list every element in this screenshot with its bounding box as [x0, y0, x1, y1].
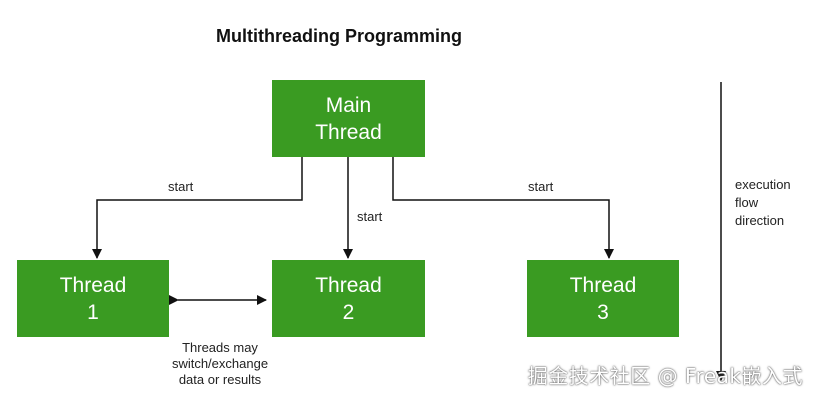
- execution-flow-note: execution flow direction: [735, 177, 791, 228]
- exchange-note: Threads may switch/exchange data or resu…: [171, 340, 269, 387]
- diagram-title: Multithreading Programming: [216, 26, 463, 46]
- thread-3-box: Thread 3: [527, 260, 679, 337]
- watermark: 掘金技术社区 @ Freak嵌入式: [527, 364, 803, 388]
- start-label-right: start: [528, 179, 554, 194]
- start-label-left: start: [168, 179, 194, 194]
- edge-main-thread3: [392, 157, 614, 259]
- thread-2-box: Thread 2: [272, 260, 425, 337]
- thread-1-box: Thread 1: [17, 260, 169, 337]
- edge-main-thread1: [92, 157, 303, 259]
- main-thread-box: Main Thread: [272, 80, 425, 157]
- start-label-middle: start: [357, 209, 383, 224]
